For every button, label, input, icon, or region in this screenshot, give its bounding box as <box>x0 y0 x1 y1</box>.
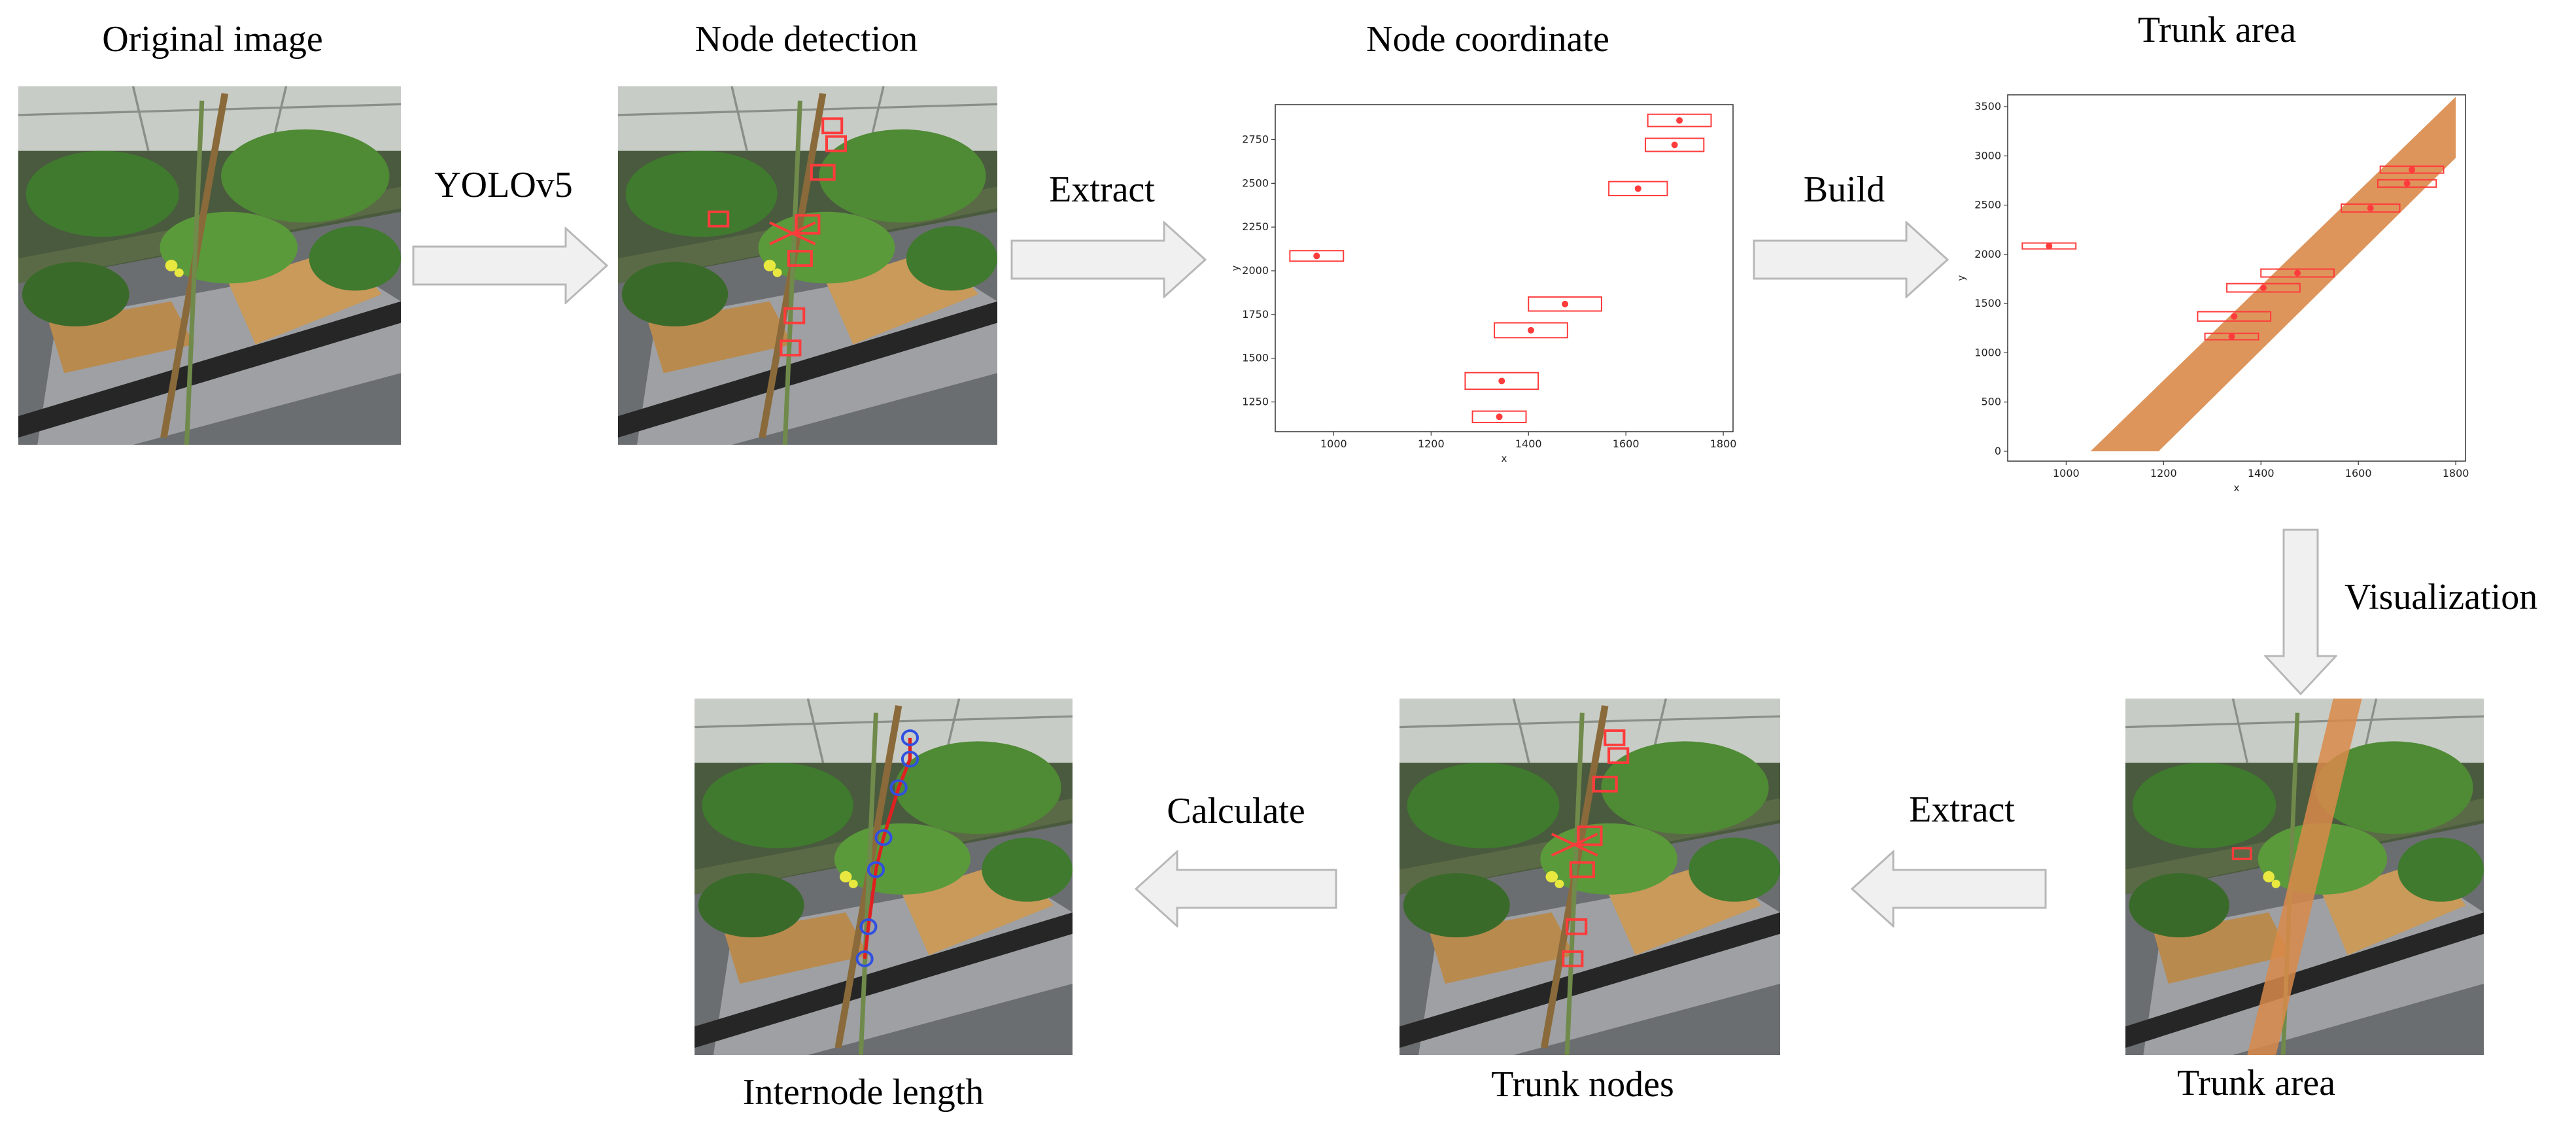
title-node-coordinate: Node coordinate <box>1366 19 1609 60</box>
trunk-node-point-4 <box>2294 269 2301 277</box>
trunk-ytick-label-5: 2500 <box>1974 199 2001 211</box>
coord-node-point-7 <box>1676 117 1683 124</box>
title-internode-length: Internode length <box>742 1072 984 1113</box>
trunk-node-point-2 <box>2231 313 2238 320</box>
trunk-node-box-5 <box>2341 203 2401 213</box>
trunk-node-box-6 <box>2377 179 2437 188</box>
trunk-ytick-label-0: 0 <box>1995 445 2001 457</box>
arrow-down-visualization <box>2264 528 2337 695</box>
trunk-ylabel: y <box>1955 275 1967 281</box>
title-node-detection: Node detection <box>695 19 918 60</box>
trunk-ytick-label-2: 1000 <box>1974 346 2001 358</box>
coord-node-box-1 <box>1471 410 1527 423</box>
title-trunk-area-top: Trunk area <box>2137 10 2297 50</box>
trunk-xlabel: x <box>2234 482 2240 494</box>
coord-xtick-label-1: 1200 <box>1418 438 1445 450</box>
coord-ytick-label-4: 2250 <box>1242 220 1269 233</box>
trunk-node-box-3 <box>2226 283 2301 293</box>
trunk-xtick-label-2: 1400 <box>2248 467 2275 479</box>
arrow-left-calculate <box>1135 850 1337 927</box>
trunk-node-point-3 <box>2259 285 2267 292</box>
coord-node-box-4 <box>1528 296 1602 312</box>
coord-node-box-0 <box>1289 250 1345 262</box>
coord-ytick-label-1: 1500 <box>1242 352 1269 364</box>
arrow-label-yolov5: YOLOv5 <box>434 165 573 205</box>
coord-ytick-label-0: 1250 <box>1242 396 1269 408</box>
photo-internode-length <box>695 699 1073 1055</box>
trunk-node-point-1 <box>2228 333 2235 340</box>
trunk-ytick-label-4: 2000 <box>1974 248 2001 260</box>
chart-trunk-area: 1000 1200 1400 1600 1800 0 500 1000 1500 2000 2500… <box>1955 85 2485 504</box>
photo-trunk-nodes <box>1400 699 1780 1055</box>
coord-xlabel: x <box>1502 453 1507 464</box>
trunk-ytick-label-1: 500 <box>1981 396 2001 408</box>
trunk-node-point-7 <box>2409 166 2416 173</box>
coord-node-point-5 <box>1634 185 1641 192</box>
coord-xtick-label-4: 1800 <box>1710 438 1737 450</box>
trunk-node-point-0 <box>2046 243 2053 250</box>
trunk-ytick-label-7: 3500 <box>1974 100 2001 113</box>
arrow-label-calculate: Calculate <box>1167 791 1305 831</box>
coord-xtick-label-3: 1600 <box>1613 438 1640 450</box>
arrow-right-yolov5 <box>412 227 608 304</box>
coord-node-box-3 <box>1494 322 1568 339</box>
coord-ytick-label-6: 2750 <box>1242 133 1269 145</box>
arrow-right-build <box>1753 221 1949 298</box>
coord-ytick-label-3: 2000 <box>1242 264 1269 277</box>
coord-ytick-label-2: 1750 <box>1242 308 1269 320</box>
chart-node-coordinate: 1000 1200 1400 1600 1800 1250 1500 1750 2000 2250… <box>1229 85 1753 464</box>
trunk-axes-frame <box>2007 94 2466 462</box>
arrow-label-extract-bottom: Extract <box>1909 789 2015 830</box>
coord-node-box-5 <box>1608 181 1668 197</box>
coord-node-point-0 <box>1313 252 1320 260</box>
photo-original <box>18 86 401 445</box>
trunk-node-box-4 <box>2260 268 2335 278</box>
arrow-label-build: Build <box>1803 169 1885 210</box>
coord-node-point-3 <box>1527 326 1534 334</box>
trunk-ytick-label-6: 3000 <box>1974 149 2001 162</box>
coord-node-point-4 <box>1562 300 1569 307</box>
trunk-node-box-7 <box>2379 165 2445 174</box>
coord-axes-frame <box>1275 104 1734 432</box>
arrow-left-extract <box>1851 850 2047 927</box>
arrow-label-extract-top: Extract <box>1049 169 1155 210</box>
photo-trunk-area <box>2125 699 2484 1055</box>
coord-node-box-7 <box>1647 113 1712 128</box>
trunk-ytick-label-3: 1500 <box>1974 297 2001 309</box>
trunk-xtick-label-3: 1600 <box>2345 467 2372 479</box>
trunk-trunk-region <box>2090 97 2456 451</box>
coord-node-point-1 <box>1496 413 1503 421</box>
coord-node-box-6 <box>1644 137 1705 152</box>
coord-node-point-2 <box>1498 377 1505 385</box>
trunk-node-point-5 <box>2367 205 2374 212</box>
coord-node-point-6 <box>1671 141 1678 148</box>
title-original-image: Original image <box>102 19 323 60</box>
arrow-label-visualization: Visualization <box>2344 577 2538 617</box>
trunk-xtick-label-4: 1800 <box>2443 467 2469 479</box>
arrow-right-extract <box>1010 221 1207 298</box>
photo-node-detection <box>618 86 997 445</box>
trunk-node-point-6 <box>2403 180 2411 187</box>
trunk-xtick-label-1: 1200 <box>2150 467 2177 479</box>
title-trunk-area-bottom: Trunk area <box>2176 1063 2336 1103</box>
trunk-node-box-2 <box>2197 311 2272 322</box>
coord-xtick-label-2: 1400 <box>1515 438 1542 450</box>
coord-ylabel: y <box>1229 265 1241 271</box>
coord-node-box-2 <box>1464 372 1539 390</box>
trunk-xtick-label-0: 1000 <box>2053 467 2080 479</box>
coord-xtick-label-0: 1000 <box>1320 438 1347 450</box>
title-trunk-nodes: Trunk nodes <box>1491 1064 1674 1105</box>
coord-ytick-label-5: 2500 <box>1242 177 1269 189</box>
